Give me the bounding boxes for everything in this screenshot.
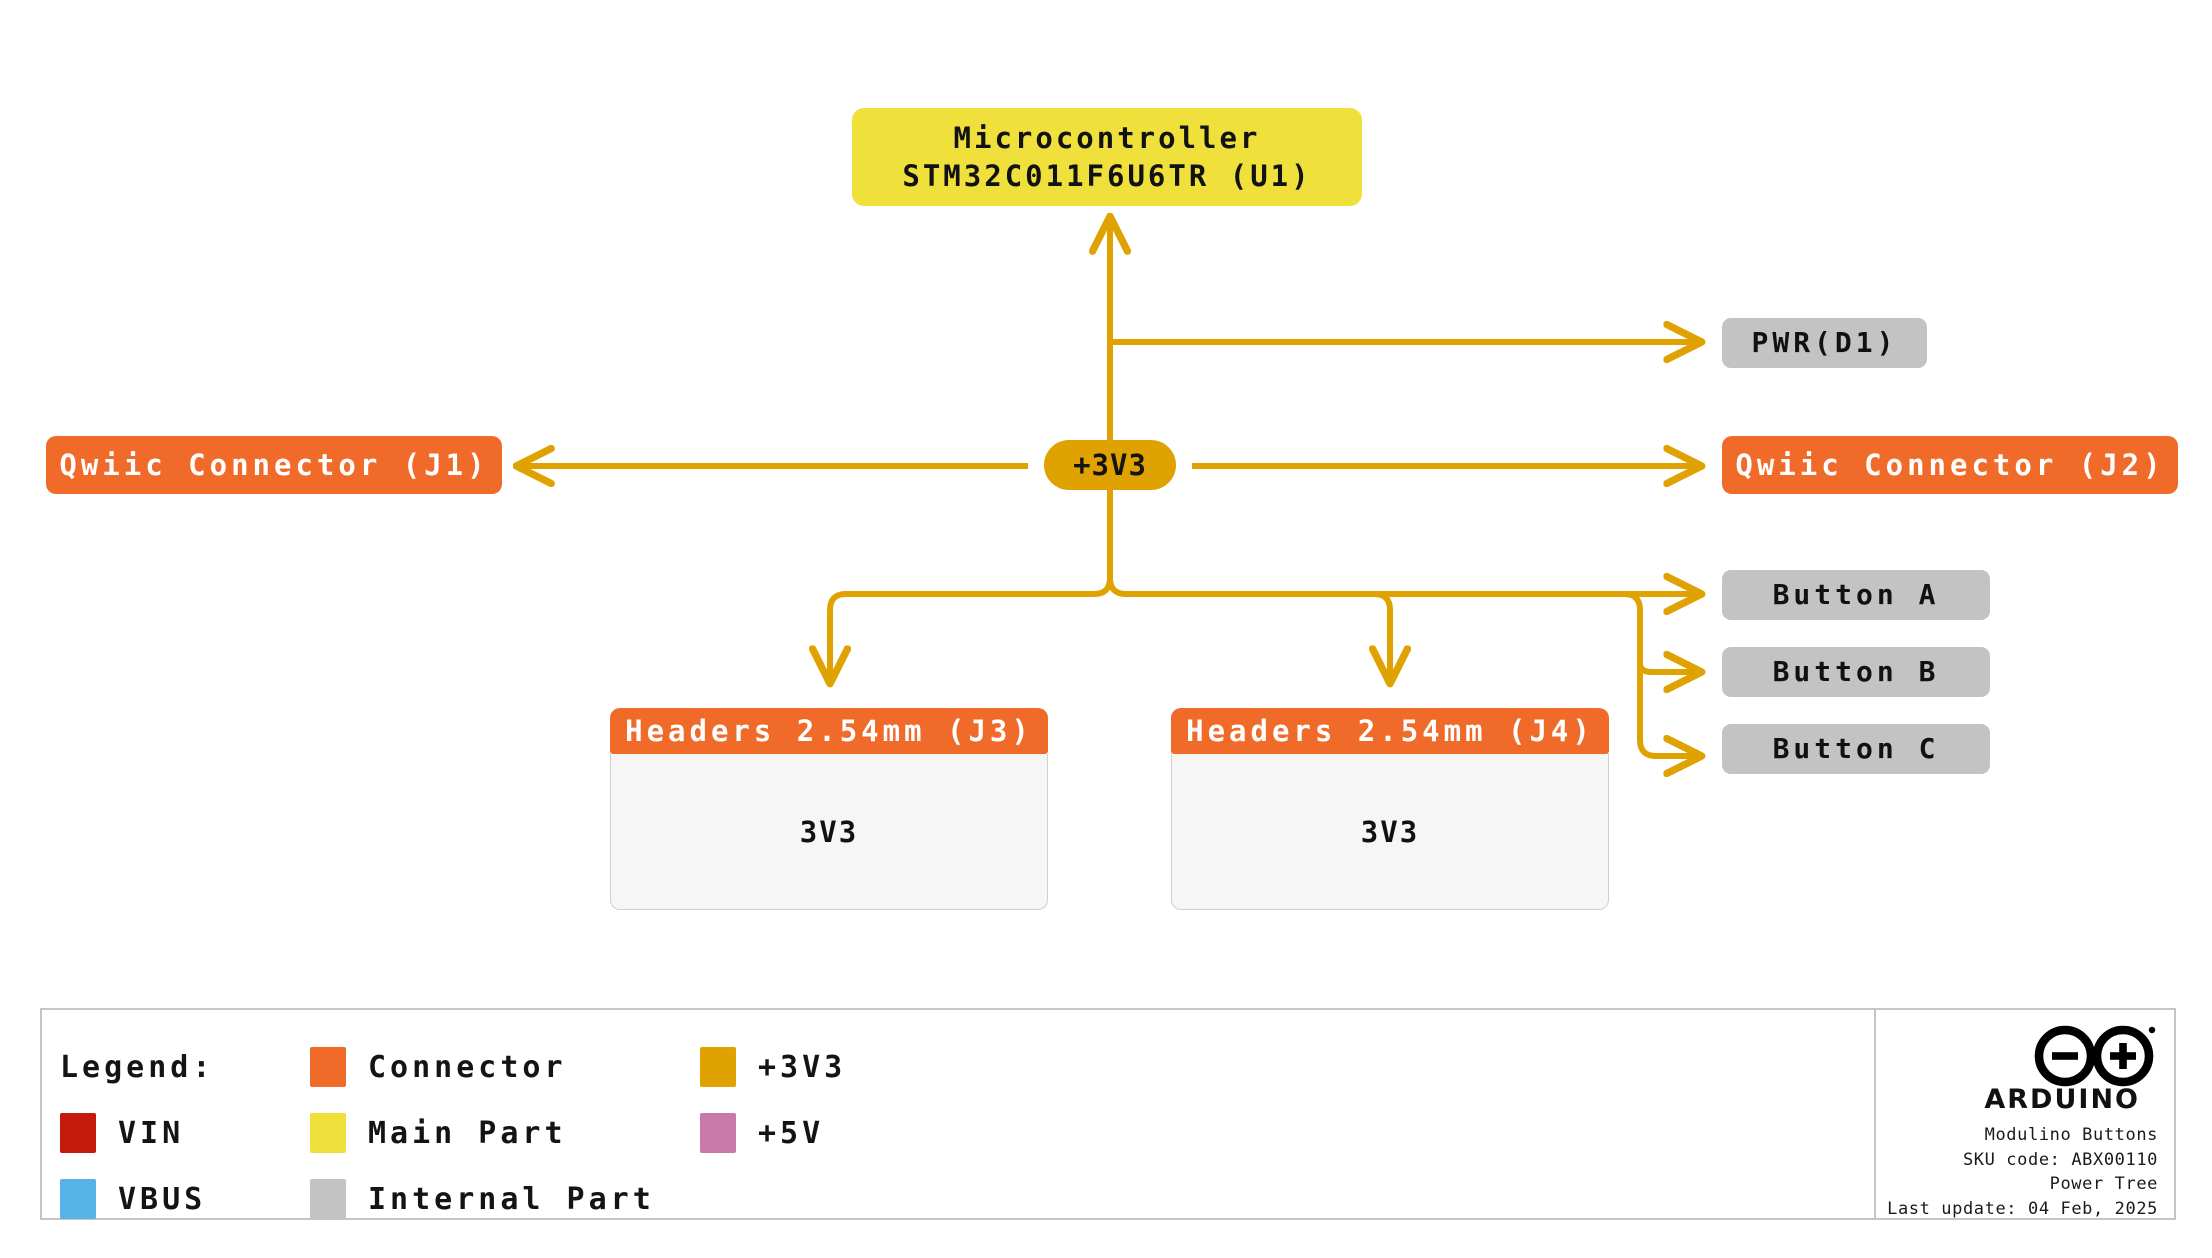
node-qwiic-connector-j1[interactable]: Qwiic Connector (J1) xyxy=(46,436,502,494)
branding-sku: SKU code: ABX00110 xyxy=(1962,1149,2158,1170)
legend-grid: Legend: Connector +3V3 VIN Main Pa xyxy=(60,1034,1874,1232)
wire-button-drop xyxy=(1623,591,1700,756)
node-button-b[interactable]: Button B xyxy=(1722,647,1990,697)
headers-j3-title: Headers 2.54mm (J3) xyxy=(610,708,1048,754)
node-pwr-d1[interactable]: PWR(D1) xyxy=(1722,318,1927,368)
legend-label-main-part: Main Part xyxy=(368,1115,567,1151)
legend-label-vbus: VBUS xyxy=(118,1181,207,1217)
branding-panel: ARDUINO Modulino Buttons SKU code: ABX00… xyxy=(1874,1010,2174,1219)
legend-swatch-3v3 xyxy=(700,1047,736,1087)
branding-metadata: Modulino Buttons SKU code: ABX00110 Powe… xyxy=(1884,1123,2158,1222)
wire-rail-to-headers-j3 xyxy=(830,577,1113,682)
node-rail-3v3[interactable]: +3V3 xyxy=(1044,440,1176,490)
node-button-a[interactable]: Button A xyxy=(1722,570,1990,620)
legend-swatch-connector xyxy=(310,1047,346,1087)
legend-entries: Legend: Connector +3V3 VIN Main Pa xyxy=(42,1010,1874,1219)
wire-bus-to-button-b xyxy=(1637,664,1700,672)
node-qwiic-connector-j2[interactable]: Qwiic Connector (J2) xyxy=(1722,436,2178,494)
arduino-logo: ARDUINO xyxy=(1884,1024,2158,1115)
headers-j4-rail-label: 3V3 xyxy=(1171,754,1609,910)
legend-label-3v3: +3V3 xyxy=(758,1049,847,1085)
legend-title-cell: Legend: xyxy=(60,1050,310,1085)
headers-j3-rail-label: 3V3 xyxy=(610,754,1048,910)
branding-doc-type: Power Tree xyxy=(2049,1174,2158,1195)
legend-item-empty xyxy=(700,1179,960,1219)
legend-label-internal-part: Internal Part xyxy=(368,1181,655,1217)
legend-title: Legend: xyxy=(60,1049,215,1085)
legend-item-internal-part: Internal Part xyxy=(310,1179,700,1219)
arduino-infinity-icon xyxy=(2034,1025,2156,1087)
branding-last-update: Last update: 04 Feb, 2025 xyxy=(1887,1198,2158,1219)
legend-swatch-5v xyxy=(700,1113,736,1153)
node-headers-j3[interactable]: Headers 2.54mm (J3) 3V3 xyxy=(610,708,1048,910)
legend-panel: Legend: Connector +3V3 VIN Main Pa xyxy=(40,1008,2176,1220)
headers-j4-title: Headers 2.54mm (J4) xyxy=(1171,708,1609,754)
legend-swatch-main-part xyxy=(310,1113,346,1153)
arduino-wordmark: ARDUINO xyxy=(1984,1084,2140,1115)
legend-item-3v3: +3V3 xyxy=(700,1047,960,1087)
legend-swatch-empty xyxy=(700,1179,736,1219)
legend-swatch-vbus xyxy=(60,1179,96,1219)
branding-product: Modulino Buttons xyxy=(1984,1125,2158,1145)
node-headers-j4[interactable]: Headers 2.54mm (J4) 3V3 xyxy=(1171,708,1609,910)
node-button-c[interactable]: Button C xyxy=(1722,724,1990,774)
legend-label-5v: +5V xyxy=(758,1115,825,1151)
legend-label-connector: Connector xyxy=(368,1049,567,1085)
legend-item-5v: +5V xyxy=(700,1113,960,1153)
wire-rail-to-headers-j4 xyxy=(1107,577,1390,682)
legend-item-main-part: Main Part xyxy=(310,1113,700,1153)
legend-item-vbus: VBUS xyxy=(60,1179,310,1219)
legend-item-vin: VIN xyxy=(60,1113,310,1153)
legend-swatch-internal-part xyxy=(310,1179,346,1219)
legend-label-vin: VIN xyxy=(118,1115,185,1151)
legend-swatch-vin xyxy=(60,1113,96,1153)
node-microcontroller[interactable]: Microcontroller STM32C011F6U6TR (U1) xyxy=(852,108,1362,206)
legend-item-connector: Connector xyxy=(310,1047,700,1087)
